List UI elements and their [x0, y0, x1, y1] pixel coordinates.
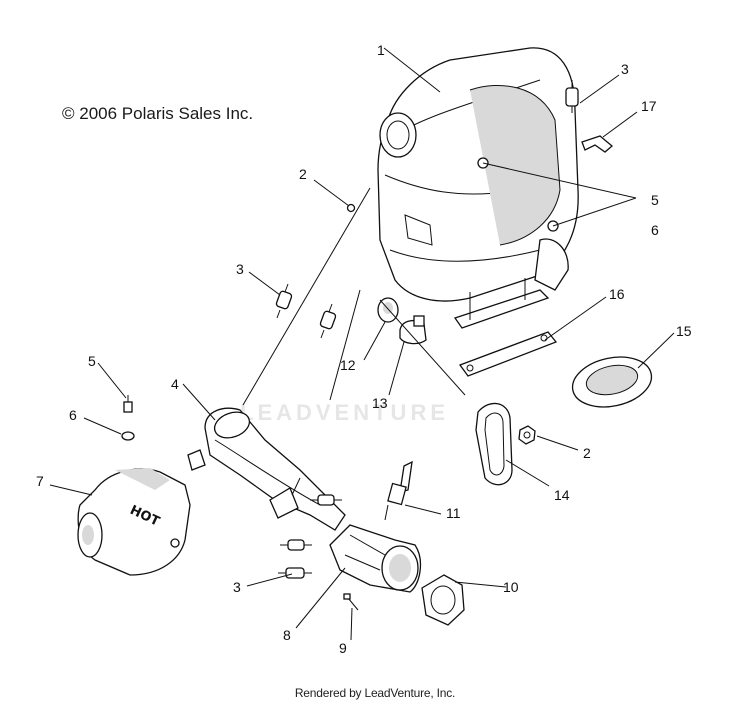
gasket-ring [571, 356, 653, 408]
callout-4: 4 [171, 376, 179, 392]
callout-3b: 3 [236, 261, 244, 277]
callout-6b: 6 [69, 407, 77, 423]
callout-5a: 5 [651, 192, 659, 208]
watermark: LEADVENTURE [240, 400, 450, 425]
callout-12: 12 [340, 357, 356, 373]
nut-lower [518, 425, 536, 445]
callout-9: 9 [339, 640, 347, 656]
callout-5b: 5 [88, 353, 96, 369]
flange-gasket [421, 574, 465, 626]
callout-10: 10 [503, 579, 519, 595]
mount-plate [458, 331, 558, 377]
callout-7: 7 [36, 473, 44, 489]
strap [399, 315, 427, 345]
callout-2b: 2 [583, 445, 591, 461]
leader-lines [49, 47, 675, 641]
callout-15: 15 [676, 323, 692, 339]
clip-bracket [581, 135, 614, 153]
callout-11: 11 [446, 505, 461, 521]
callout-14: 14 [554, 487, 570, 503]
callout-3c: 3 [233, 579, 241, 595]
screw-left [123, 395, 133, 413]
head-pipe [187, 407, 346, 531]
footer-credit: Rendered by LeadVenture, Inc. [294, 686, 456, 700]
callout-numbers: 1 2 2 3 3 3 4 5 5 6 6 7 8 9 10 11 12 13 … [36, 42, 692, 656]
callout-2a: 2 [299, 166, 307, 182]
callout-8: 8 [283, 627, 291, 643]
callout-1: 1 [377, 42, 385, 58]
callout-17: 17 [641, 98, 657, 114]
sensor-probe [384, 460, 413, 521]
spring-center-b [280, 539, 312, 551]
spring-left [275, 283, 293, 319]
callout-16: 16 [609, 286, 625, 302]
nut-upper [346, 203, 356, 213]
exhaust-manifold [329, 524, 422, 593]
callout-3a: 3 [621, 61, 629, 77]
spring-center-a [310, 494, 342, 506]
callout-6a: 6 [651, 222, 659, 238]
heat-shield: HOT [77, 468, 191, 576]
spring-bottom [278, 567, 312, 579]
copyright-text: © 2006 Polaris Sales Inc. [62, 104, 254, 123]
bolt [343, 593, 359, 611]
callout-13: 13 [372, 395, 388, 411]
spring-top [565, 80, 579, 113]
spring-mid [319, 303, 337, 339]
oval-gasket [475, 402, 513, 486]
washer-left [121, 431, 135, 441]
muffler-body [377, 47, 579, 329]
